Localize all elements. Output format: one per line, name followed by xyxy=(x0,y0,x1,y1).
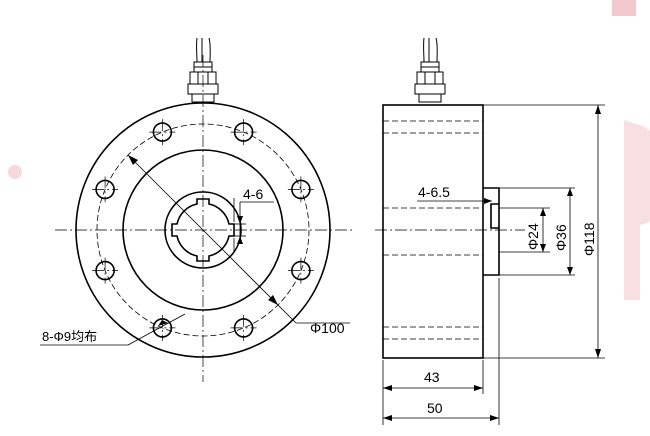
bolt-circle-diameter-label: Φ100 xyxy=(310,320,345,336)
arrow-head xyxy=(237,216,243,224)
bore-with-keyways xyxy=(171,198,235,262)
side-keyway xyxy=(490,203,499,229)
bolt-holes-leader xyxy=(127,313,186,346)
arrow-head xyxy=(383,415,392,421)
dim-43-label: 43 xyxy=(424,369,440,385)
side-body xyxy=(382,104,484,359)
arrow-head xyxy=(158,320,168,326)
dim-d36-label: Φ36 xyxy=(553,224,569,251)
arrow-head xyxy=(540,208,546,216)
arrow-head xyxy=(268,295,278,305)
arrow-head xyxy=(567,188,573,196)
arrow-head xyxy=(474,385,483,391)
bolt-circle-diameter-line xyxy=(127,154,297,324)
arrow-head xyxy=(484,198,492,204)
arrow-head xyxy=(595,105,601,114)
bolt-holes-label: 8-Φ9均布 xyxy=(42,329,97,344)
side-view: 4-6.5 Φ24 Φ36 Φ118 43 50 xyxy=(375,37,605,425)
side-hub xyxy=(483,187,500,276)
front-view: Φ100 4-6 8-Φ9均布 xyxy=(40,37,352,382)
hub-circle xyxy=(164,191,242,269)
cable-connector-side xyxy=(414,37,446,103)
outer-circle xyxy=(75,102,331,358)
bolt-holes xyxy=(92,119,314,341)
side-slot-label: 4-6.5 xyxy=(418,184,450,200)
bolt-circle xyxy=(96,123,310,337)
dim-50-label: 50 xyxy=(427,400,443,416)
dim-d24-label: Φ24 xyxy=(525,223,541,250)
inner-shoulder-circle xyxy=(122,149,284,311)
arrow-head xyxy=(595,349,601,358)
arrow-head xyxy=(128,155,138,165)
arrow-head xyxy=(490,415,499,421)
arrow-head xyxy=(383,385,392,391)
arrow-head xyxy=(237,236,243,244)
dim-d118-label: Φ118 xyxy=(581,222,597,256)
cable-connector-front xyxy=(187,37,219,103)
arrow-head xyxy=(540,244,546,252)
arrow-head xyxy=(567,267,573,275)
slot-width-label: 4-6 xyxy=(243,186,263,202)
watermark xyxy=(8,0,650,300)
